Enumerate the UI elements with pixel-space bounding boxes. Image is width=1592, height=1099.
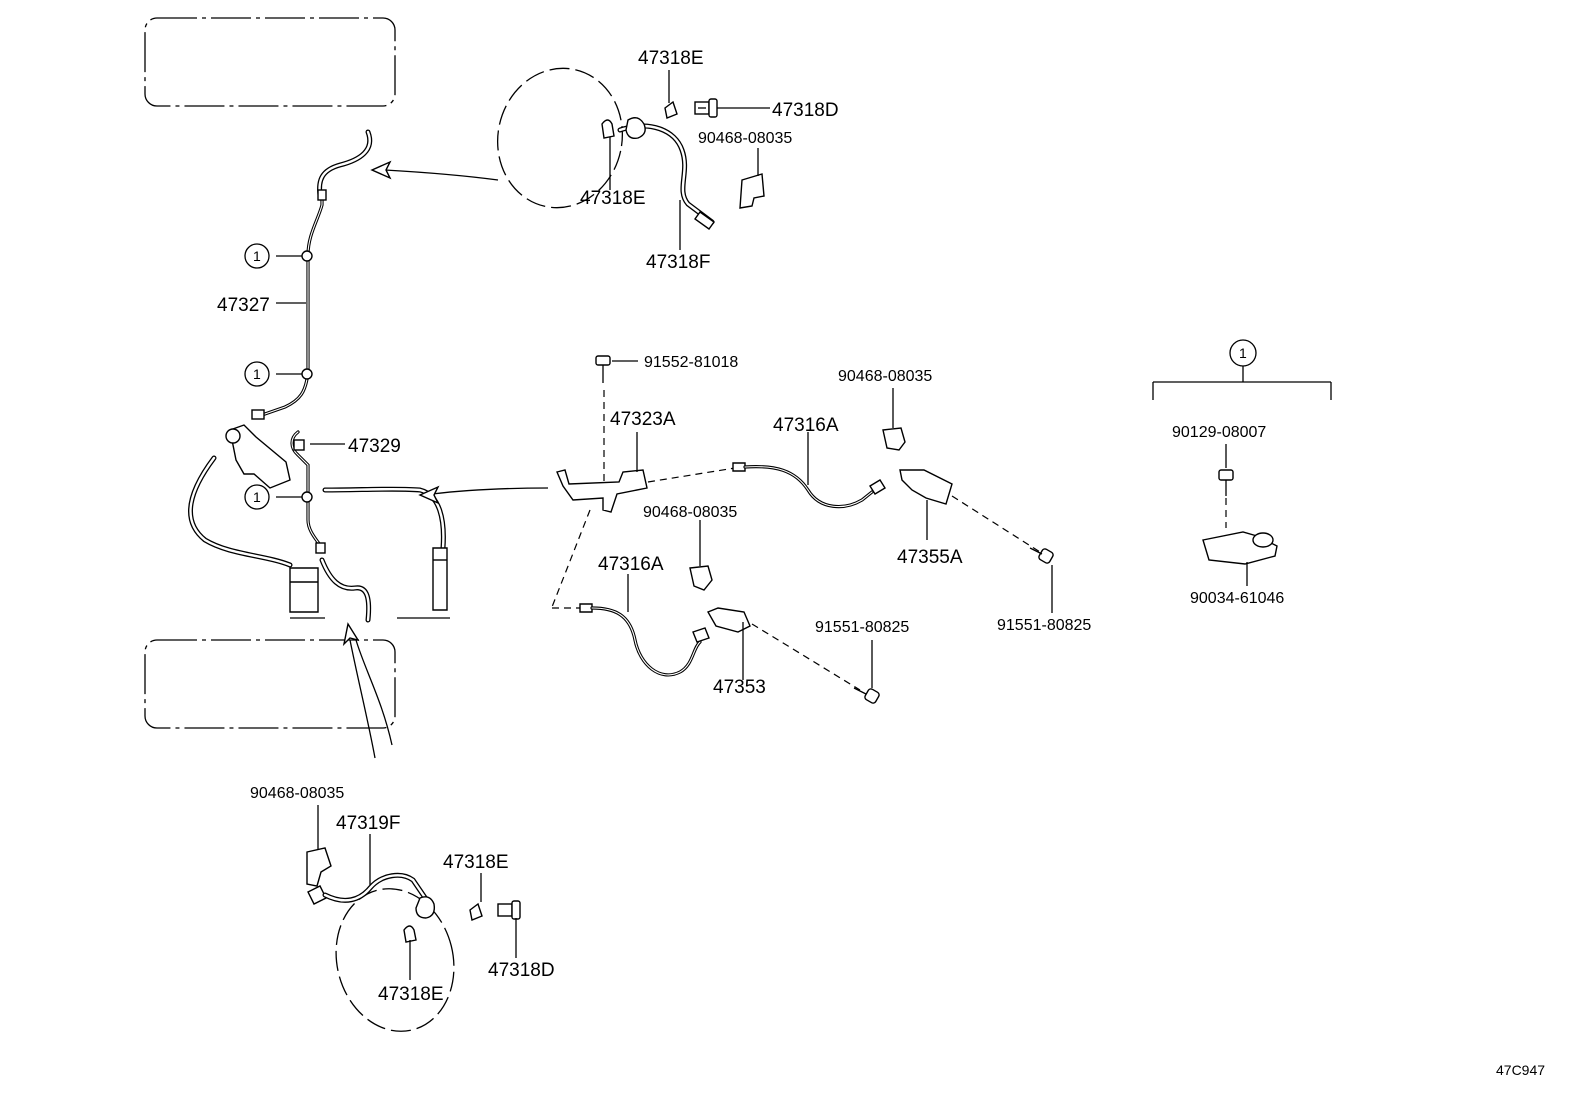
diagram-code: 47C947 <box>1496 1062 1545 1078</box>
main-brake-tube-assembly: 47327 47329 <box>188 129 549 759</box>
label-47316A-right: 47316A <box>773 415 839 436</box>
label-47318D-top: 47318D <box>772 100 839 121</box>
label-47353: 47353 <box>713 677 766 698</box>
callout-1-lower: 1 <box>244 484 270 510</box>
bolt-47318D-bottom <box>497 900 521 920</box>
label-47318E-bottom2: 47318E <box>378 984 444 1005</box>
callout-1-legend: 1 90129-08007 90034-61046 <box>1152 339 1332 607</box>
label-47318E-mid: 47318E <box>580 188 646 209</box>
svg-text:1: 1 <box>253 248 261 264</box>
label-47329: 47329 <box>348 436 401 457</box>
svg-text:1: 1 <box>1239 345 1247 361</box>
bolt-47318D-top <box>694 98 718 118</box>
label-91551-80825-right: 91551-80825 <box>997 617 1091 634</box>
label-91552-81018: 91552-81018 <box>644 354 738 371</box>
svg-text:1: 1 <box>253 366 261 382</box>
label-47318E-top: 47318E <box>638 48 704 69</box>
label-47319F: 47319F <box>336 813 400 834</box>
label-47323A: 47323A <box>610 409 676 430</box>
label-47318D-bottom: 47318D <box>488 960 555 981</box>
label-90468-top: 90468-08035 <box>698 130 792 147</box>
label-47327: 47327 <box>217 295 270 316</box>
bolt-90129-08007 <box>1218 469 1234 496</box>
label-90468-right: 90468-08035 <box>838 368 932 385</box>
label-90468-bottom: 90468-08035 <box>250 785 344 802</box>
rear-wheel-outline <box>144 639 396 729</box>
rear-flex-hose-detail: 90468-08035 47319F 47318E 47318D 47318E <box>250 785 555 1032</box>
label-90034-61046: 90034-61046 <box>1190 590 1284 607</box>
label-91551-80825-mid: 91551-80825 <box>815 619 909 636</box>
callout-1-middle: 1 <box>244 361 270 387</box>
label-47316A-left: 47316A <box>598 554 664 575</box>
label-47355A: 47355A <box>897 547 963 568</box>
svg-text:1: 1 <box>253 489 261 505</box>
label-90129-08007: 90129-08007 <box>1172 424 1266 441</box>
center-sensor-harness-detail: 91552-81018 47323A 90468-08035 47316A 47… <box>551 354 1091 704</box>
label-47318F: 47318F <box>646 252 710 273</box>
callout-1-upper: 1 <box>244 243 270 269</box>
bolt-91551-80825-mid <box>853 687 880 704</box>
front-wheel-outline <box>144 17 396 107</box>
bolt-91552-81018 <box>595 355 611 383</box>
label-47318E-bottom: 47318E <box>443 852 509 873</box>
bolt-91551-80825-right <box>1029 547 1054 564</box>
front-flex-hose-detail: 47318E 47318D 90468-08035 47318E 47318F <box>370 48 839 273</box>
label-90468-mid: 90468-08035 <box>643 504 737 521</box>
